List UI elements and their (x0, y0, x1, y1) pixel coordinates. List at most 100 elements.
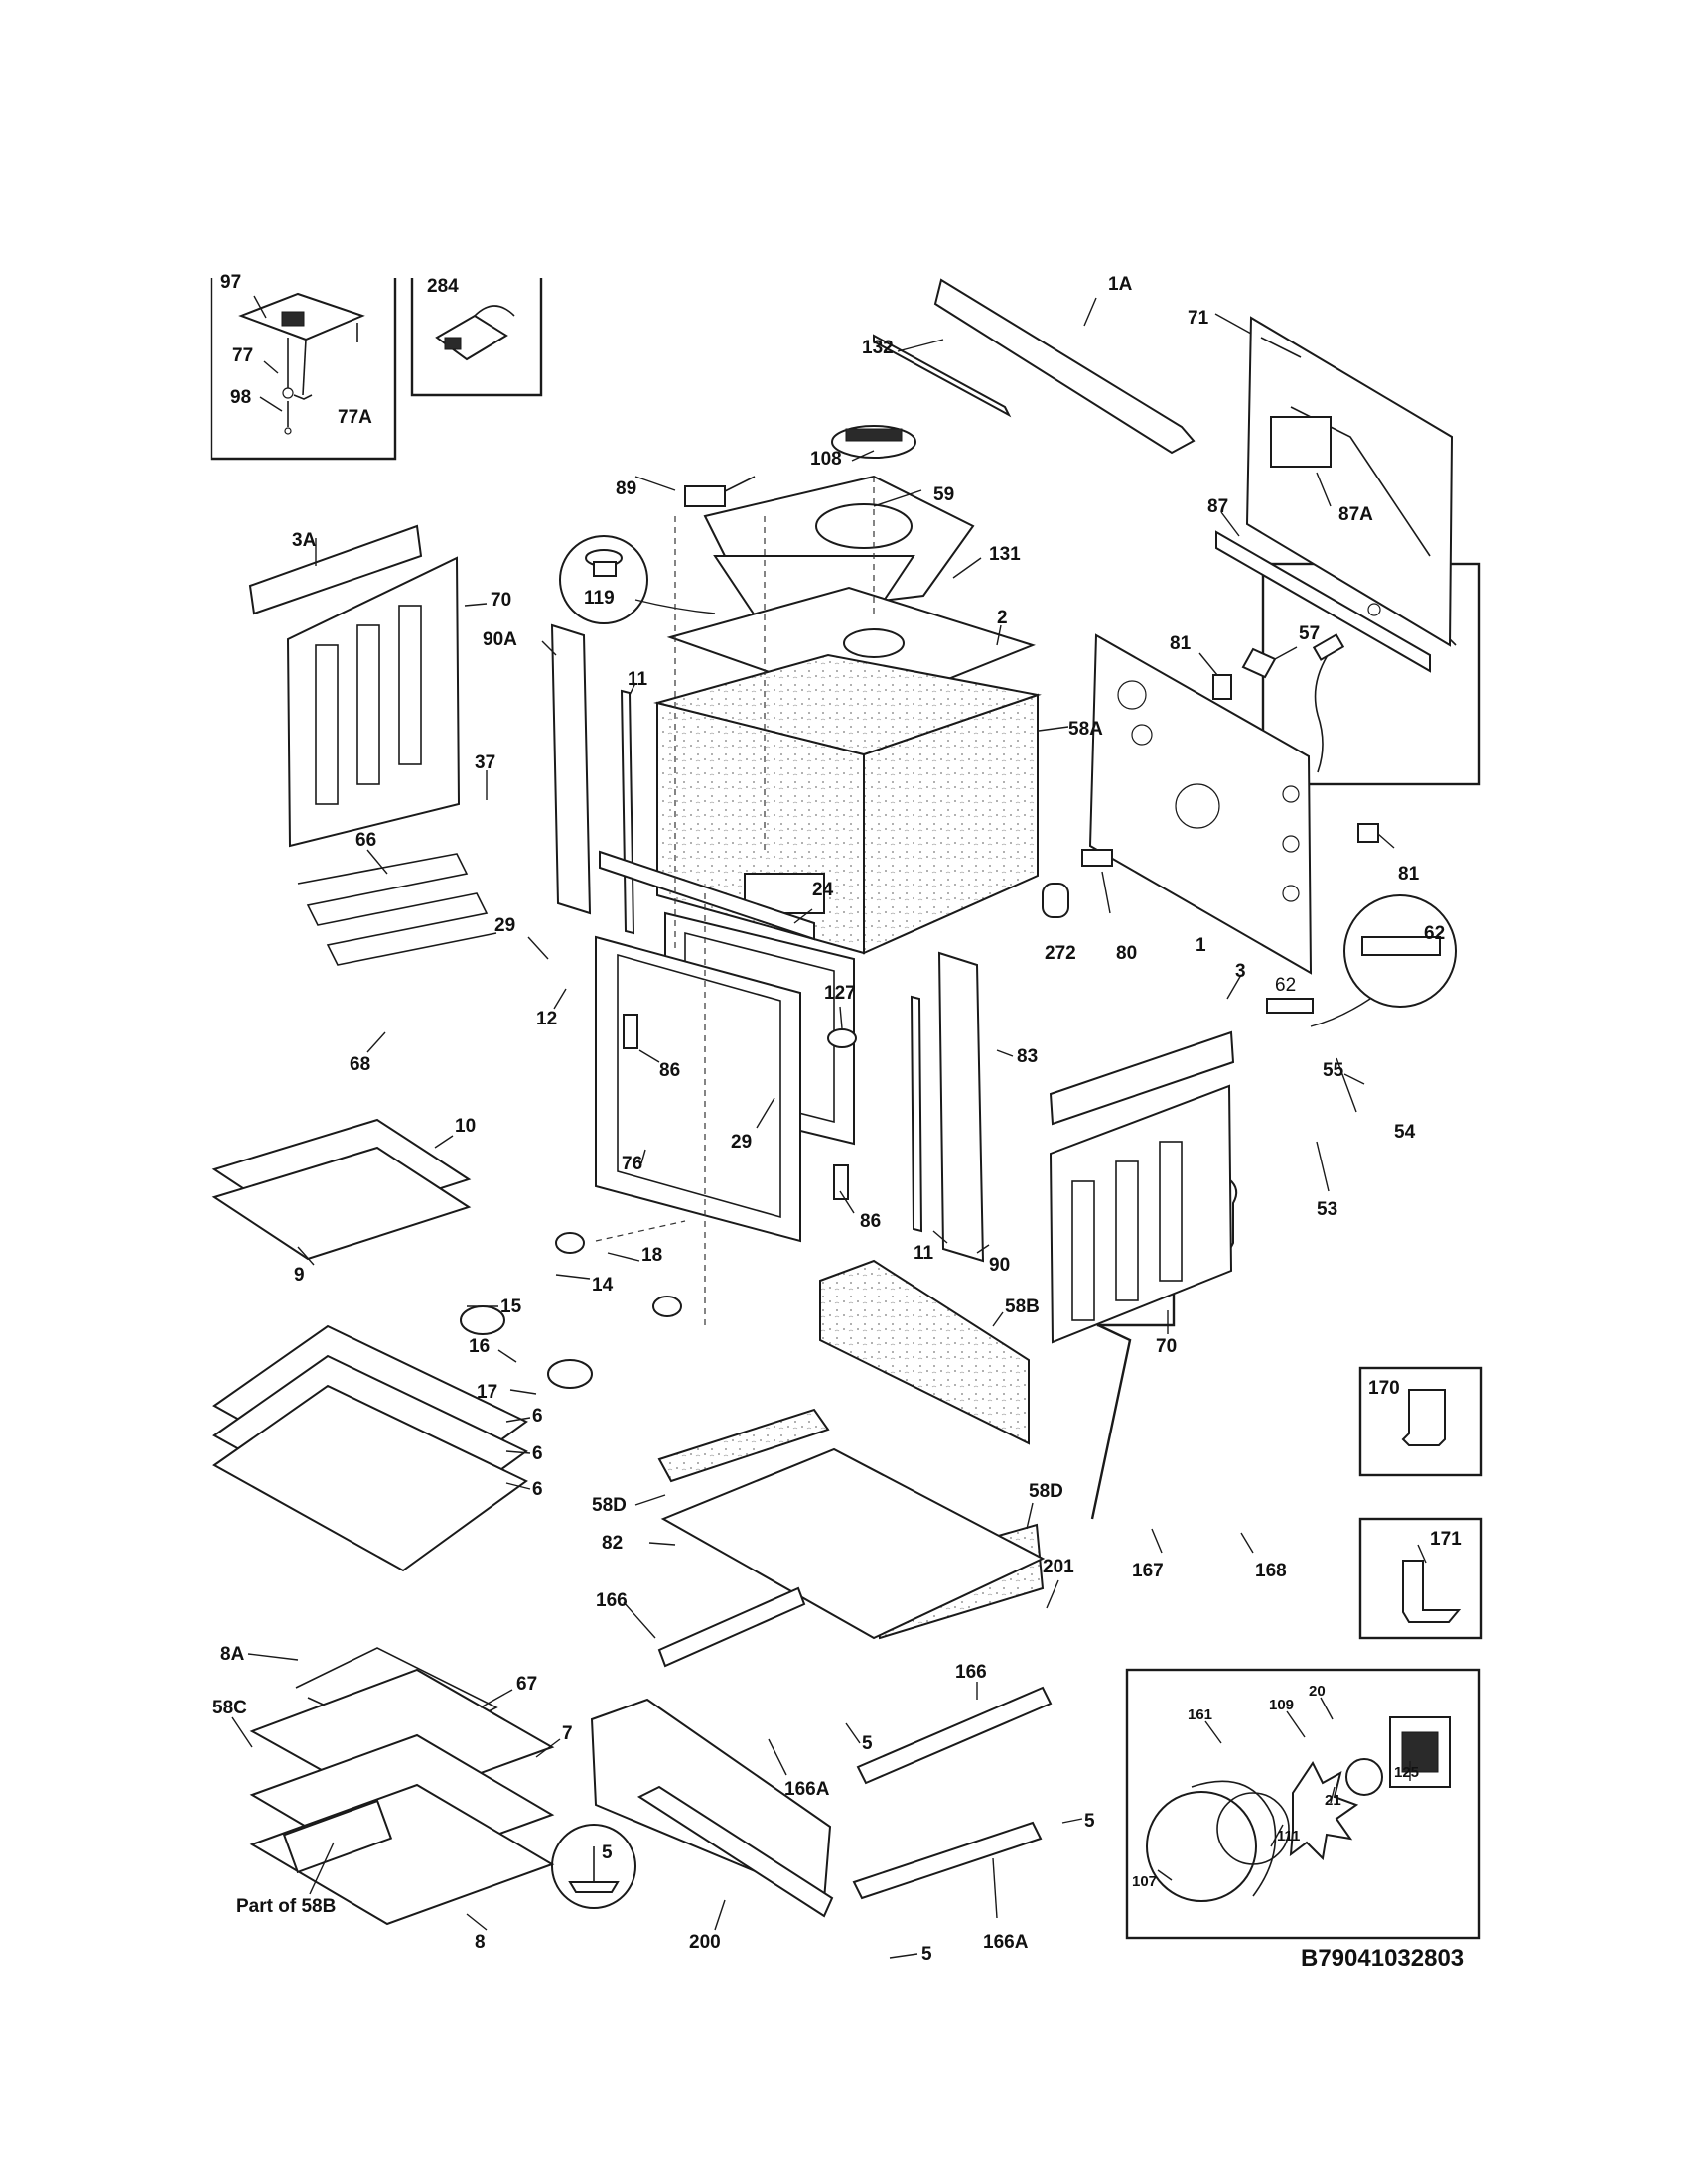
inset-control-board (210, 278, 397, 461)
callout-90: 90 (989, 1255, 1010, 1276)
callout-15: 15 (500, 1297, 522, 1317)
callout-200: 200 (689, 1932, 721, 1953)
callout-132: 132 (862, 338, 894, 358)
callout-86-right: 86 (860, 1211, 881, 1232)
callout-12: 12 (536, 1009, 557, 1029)
side-trim-90a (550, 623, 592, 915)
drawer-front-200 (590, 1698, 834, 1918)
inset-bracket-171 (1358, 1517, 1483, 1640)
slide-rail-166-left (657, 1586, 806, 1668)
switch-80 (1081, 849, 1113, 867)
callout-107: 107 (1132, 1873, 1157, 1890)
callout-11-bottom: 11 (914, 1243, 934, 1264)
callout-68: 68 (350, 1054, 370, 1075)
callout-9: 9 (294, 1265, 305, 1286)
callout-8: 8 (475, 1932, 486, 1953)
callout-168: 168 (1255, 1561, 1287, 1581)
callout-166-left: 166 (596, 1590, 628, 1611)
callout-5-b: 5 (1084, 1811, 1095, 1832)
bake-element-66 (297, 853, 497, 966)
callout-109: 109 (1269, 1697, 1294, 1713)
callout-166a-bottom: 166A (983, 1932, 1029, 1953)
callout-1: 1 (1196, 935, 1206, 956)
callout-171: 171 (1430, 1529, 1462, 1550)
callout-part-of-58b: Part of 58B (236, 1896, 336, 1917)
figure-code: B79041032803 (1301, 1945, 1464, 1972)
bottom-panel-7-8 (249, 1733, 555, 1926)
callout-111: 111 (1277, 1828, 1300, 1844)
callout-8a: 8A (220, 1644, 245, 1665)
plate-57 (1241, 647, 1277, 679)
callout-3a: 3A (292, 530, 317, 551)
callout-131: 131 (989, 544, 1021, 565)
callout-170: 170 (1368, 1378, 1400, 1399)
callout-62-small: 62 (1275, 975, 1296, 996)
lamp-socket-18 (555, 1232, 682, 1317)
inset-convection-fan (1125, 1668, 1481, 1940)
callout-5-d: 5 (921, 1944, 932, 1965)
bottom-frame-82 (660, 1447, 1046, 1640)
guide-line (595, 1220, 686, 1242)
callout-71: 71 (1188, 308, 1209, 329)
callout-24: 24 (812, 880, 834, 900)
inset-relay (410, 278, 543, 397)
insulation-58b (819, 1259, 1030, 1445)
thermostat-119-circle (559, 535, 716, 624)
slide-rail-166a-bottom (852, 1821, 1043, 1900)
gasket-strip-11-top (620, 689, 635, 935)
callout-81-top: 81 (1170, 633, 1192, 654)
callout-37: 37 (475, 752, 495, 773)
callout-77a: 77A (338, 407, 372, 428)
lamp-lens-15 (460, 1305, 593, 1389)
callout-7: 7 (562, 1723, 573, 1744)
callout-167: 167 (1132, 1561, 1164, 1581)
callout-18: 18 (641, 1245, 662, 1266)
callout-58a: 58A (1068, 719, 1103, 740)
callout-20: 20 (1309, 1683, 1326, 1700)
blower-assembly-108 (831, 425, 916, 459)
callout-2: 2 (997, 608, 1008, 628)
callout-16: 16 (469, 1336, 490, 1357)
callout-67: 67 (516, 1674, 537, 1695)
side-panel-3a-70-left (248, 524, 461, 848)
callout-119: 119 (584, 588, 615, 609)
hinge-86-right (833, 1164, 849, 1200)
callout-3: 3 (1235, 961, 1246, 982)
callout-161: 161 (1188, 1706, 1212, 1723)
vent-trim-132 (873, 334, 1012, 418)
callout-11-top: 11 (628, 669, 648, 690)
callout-58d-right: 58D (1029, 1481, 1063, 1502)
vent-24 (599, 850, 815, 941)
leader-lines (231, 295, 1427, 1959)
callout-58c: 58C (212, 1698, 247, 1718)
callout-127: 127 (824, 983, 856, 1004)
callout-59: 59 (933, 484, 954, 505)
callout-80: 80 (1116, 943, 1137, 964)
callout-54: 54 (1394, 1122, 1416, 1143)
terminal-block-62 (1266, 894, 1457, 1027)
callout-1a: 1A (1108, 274, 1133, 295)
callout-77: 77 (232, 345, 253, 366)
callout-29-left: 29 (494, 915, 515, 936)
callout-87: 87 (1207, 496, 1228, 517)
insulation-58d-left (657, 1408, 830, 1483)
leveling-leg-5-circle (551, 1824, 636, 1909)
callout-53: 53 (1317, 1199, 1337, 1220)
top-rear-channel-1a (933, 278, 1196, 455)
gasket-strip-11-bottom (910, 995, 923, 1233)
bracket-81-top (1212, 674, 1232, 700)
insulation-58a (653, 653, 1042, 955)
callout-66: 66 (355, 830, 376, 851)
callout-284: 284 (427, 276, 459, 297)
motor-89 (684, 476, 756, 507)
callout-81-right: 81 (1398, 864, 1420, 885)
callout-125: 125 (1394, 1764, 1419, 1781)
rear-wall-1 (1088, 633, 1313, 975)
slide-rail-166-right (856, 1686, 1053, 1785)
fuse-272 (1042, 883, 1069, 918)
callout-17: 17 (477, 1382, 497, 1403)
callout-70-top: 70 (491, 590, 511, 611)
callout-5-c: 5 (602, 1843, 613, 1863)
side-panel-3-70-right (1049, 1030, 1235, 1344)
